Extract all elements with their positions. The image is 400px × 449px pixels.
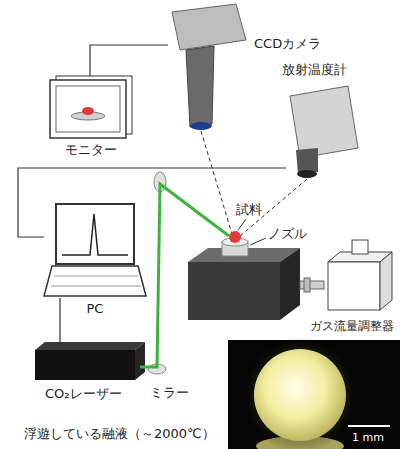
device-label: モニター <box>65 142 117 158</box>
device-label: 放射温度計 <box>282 62 347 78</box>
device-node: モニター <box>50 76 132 138</box>
photo-caption: 浮遊している融液（～2000℃） <box>24 426 215 442</box>
device-label: CCDカメラ <box>254 36 321 52</box>
device-node: PC <box>44 202 146 298</box>
device-node: CO₂レーザー <box>35 342 145 380</box>
part-label: ミラー <box>150 385 189 401</box>
device-node: 放射温度計 <box>286 84 360 178</box>
signal-cable <box>18 168 286 237</box>
leader-line <box>238 219 246 230</box>
signal-cable <box>90 45 168 76</box>
device-label: ガス流量調整器 <box>310 318 394 334</box>
device-node: CCDカメラ <box>168 2 248 130</box>
photo-inset <box>228 337 400 449</box>
laser-drawing <box>35 342 145 380</box>
levitation-stage <box>188 231 324 320</box>
device-node: ガス流量調整器 <box>322 238 394 314</box>
signal-cable <box>59 298 60 342</box>
ccd-camera-drawing <box>172 4 246 130</box>
part-label: 試料 <box>236 202 262 218</box>
pyrometer-drawing <box>290 86 358 178</box>
scale-label: 1 mm <box>352 430 384 446</box>
gas-controller-drawing <box>328 240 392 310</box>
device-label: CO₂レーザー <box>45 386 122 402</box>
leader-line <box>250 238 266 245</box>
device-label: PC <box>87 301 104 317</box>
pc-drawing <box>44 204 146 296</box>
part-label: ノズル <box>268 226 307 242</box>
monitor-drawing <box>50 76 132 138</box>
